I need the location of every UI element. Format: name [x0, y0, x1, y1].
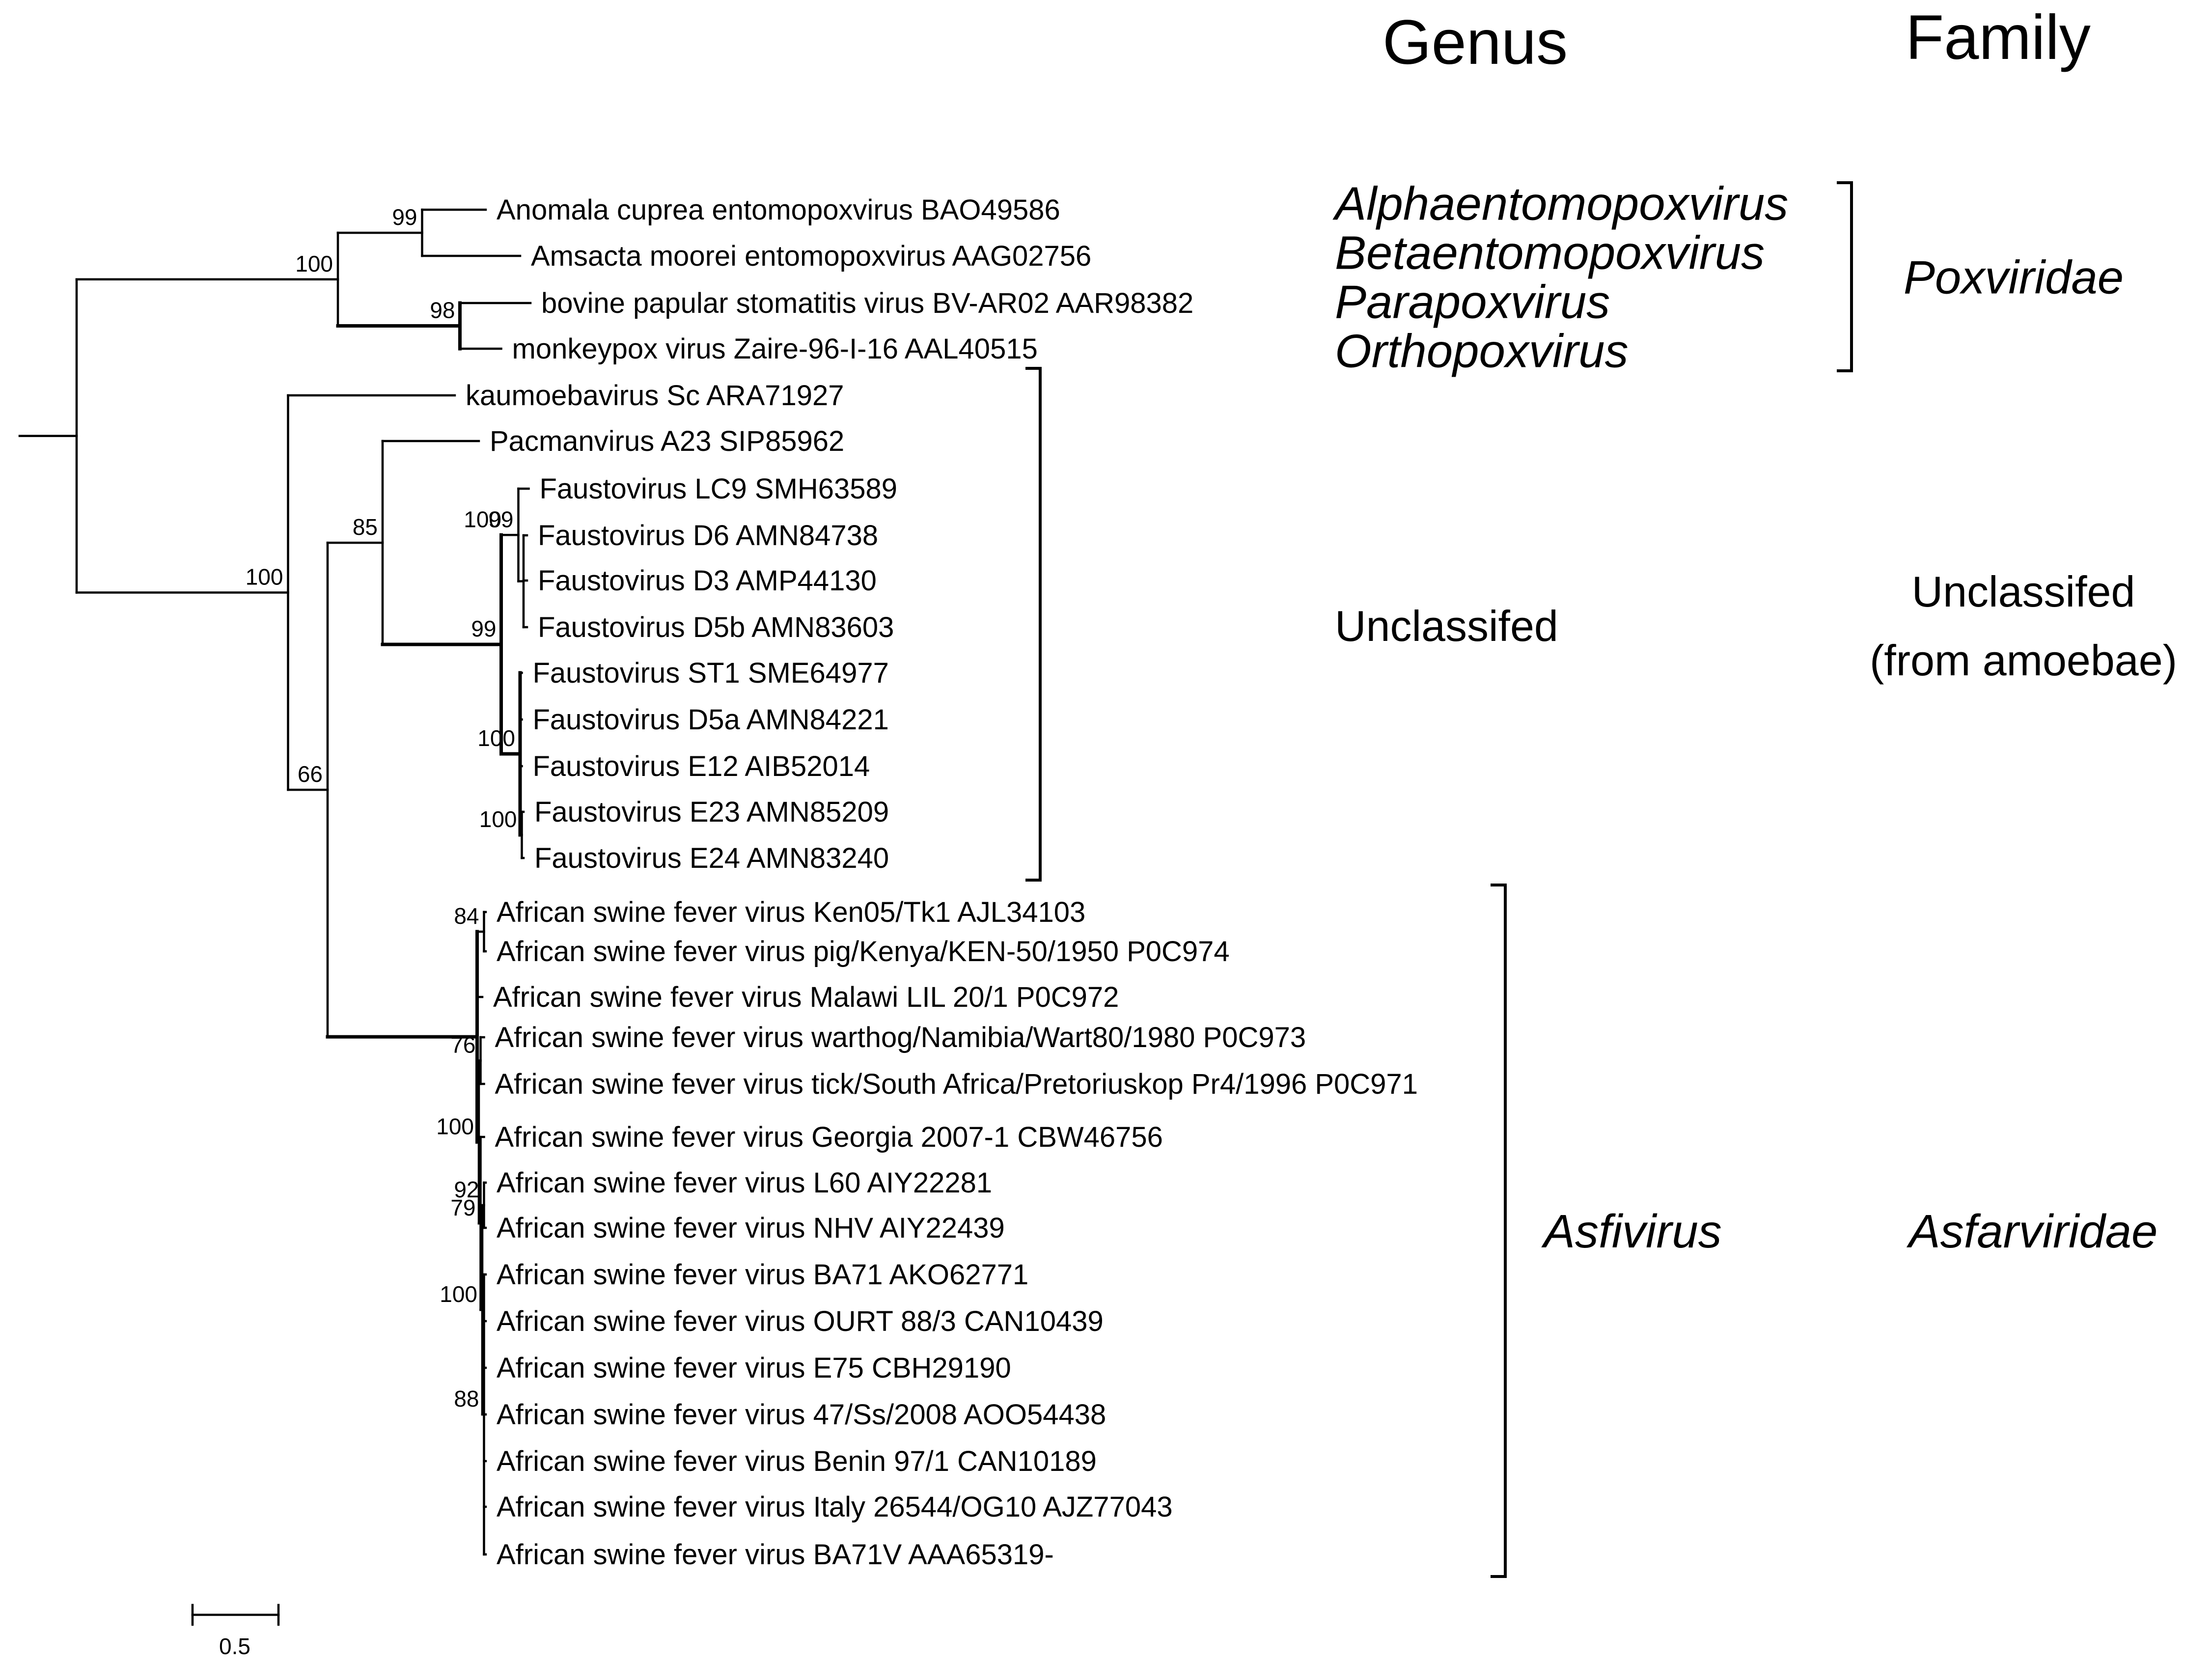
- leaf-label: Faustovirus D5b AMN83603: [538, 611, 894, 643]
- leaf-label: African swine fever virus Georgia 2007-1…: [495, 1121, 1163, 1153]
- leaf-label: bovine papular stomatitis virus BV-AR02 …: [541, 287, 1193, 319]
- leaf-label: Amsacta moorei entomopoxvirus AAG02756: [531, 240, 1091, 272]
- bootstrap-value: 66: [298, 761, 323, 787]
- leaf-label: Faustovirus ST1 SME64977: [533, 657, 889, 689]
- family-header: Family: [1906, 2, 2091, 73]
- bootstrap-value: 79: [450, 1195, 475, 1220]
- bootstrap-value: 100: [477, 725, 515, 751]
- leaf-label: African swine fever virus warthog/Namibi…: [495, 1022, 1306, 1053]
- bootstrap-value: 100: [479, 806, 517, 832]
- leaf-label: Faustovirus E24 AMN83240: [534, 842, 889, 874]
- leaf-label: African swine fever virus OURT 88/3 CAN1…: [497, 1305, 1104, 1337]
- bootstrap-value: 99: [488, 506, 513, 532]
- leaf-label: Faustovirus E23 AMN85209: [534, 796, 889, 828]
- genus-label: Betaentomopoxvirus: [1335, 227, 1765, 279]
- leaf-label: Faustovirus LC9 SMH63589: [540, 473, 898, 505]
- leaf-label: kaumoebavirus Sc ARA71927: [466, 380, 844, 412]
- bootstrap-labels: 1009998100668599100991001008410076791009…: [246, 204, 517, 1411]
- genus-header: Genus: [1382, 7, 1568, 78]
- family-label: Poxviridae: [1904, 251, 2124, 304]
- leaf-label: African swine fever virus Malawi LIL 20/…: [493, 981, 1119, 1013]
- bootstrap-value: 100: [246, 564, 283, 590]
- leaf-label: African swine fever virus NHV AIY22439: [497, 1212, 1005, 1244]
- scale-bar: 0.5: [191, 1604, 280, 1659]
- bootstrap-value: 98: [430, 298, 455, 323]
- leaf-label: Faustovirus D6 AMN84738: [538, 520, 878, 552]
- leaf-label: African swine fever virus Benin 97/1 CAN…: [497, 1445, 1097, 1477]
- taxonomy-annotations: Genus Family AlphaentomopoxvirusBetaento…: [1025, 2, 2177, 1578]
- bootstrap-value: 100: [295, 251, 333, 277]
- genus-label: Alphaentomopoxvirus: [1332, 178, 1788, 230]
- leaf-label: Pacmanvirus A23 SIP85962: [490, 425, 844, 457]
- leaf-label: Faustovirus D5a AMN84221: [533, 704, 889, 736]
- genus-label: Asfivirus: [1541, 1205, 1722, 1258]
- leaf-label: monkeypox virus Zaire-96-I-16 AAL40515: [512, 333, 1038, 365]
- leaf-label: African swine fever virus E75 CBH29190: [497, 1352, 1011, 1384]
- leaf-label: African swine fever virus Ken05/Tk1 AJL3…: [497, 896, 1085, 928]
- family-label: Asfarviridae: [1907, 1205, 2158, 1258]
- family-label: (from amoebae): [1870, 636, 2177, 685]
- genus-label: Orthopoxvirus: [1335, 325, 1629, 378]
- leaf-label: African swine fever virus pig/Kenya/KEN-…: [497, 936, 1230, 968]
- bootstrap-value: 76: [450, 1032, 475, 1058]
- leaf-label: African swine fever virus tick/South Afr…: [495, 1068, 1418, 1100]
- bootstrap-value: 92: [454, 1177, 479, 1202]
- bootstrap-value: 100: [464, 506, 501, 532]
- genus-label: Parapoxvirus: [1335, 276, 1610, 329]
- leaf-label: African swine fever virus L60 AIY22281: [497, 1167, 992, 1199]
- unclassified-bracket: [1025, 367, 1042, 882]
- leaf-labels: Anomala cuprea entomopoxvirus BAO49586Am…: [466, 194, 1418, 1571]
- leaf-label: Faustovirus E12 AIB52014: [533, 750, 870, 782]
- bootstrap-value: 84: [454, 903, 479, 929]
- leaf-label: Anomala cuprea entomopoxvirus BAO49586: [497, 194, 1060, 226]
- bootstrap-value: 88: [454, 1386, 479, 1411]
- family-label: Unclassifed: [1912, 567, 2135, 616]
- bootstrap-value: 100: [436, 1113, 474, 1139]
- tree-branches: [18, 208, 532, 1556]
- bootstrap-value: 100: [440, 1281, 477, 1307]
- asfarviridae-bracket: [1491, 884, 1507, 1578]
- leaf-label: African swine fever virus Italy 26544/OG…: [497, 1491, 1173, 1523]
- genus-label: Unclassifed: [1335, 602, 1558, 650]
- bootstrap-value: 99: [392, 204, 417, 230]
- poxviridae-bracket: [1837, 181, 1853, 372]
- leaf-label: African swine fever virus BA71V AAA65319…: [497, 1539, 1054, 1571]
- leaf-label: African swine fever virus BA71 AKO62771: [497, 1259, 1028, 1291]
- scale-bar-label: 0.5: [219, 1633, 250, 1659]
- bootstrap-value: 85: [353, 514, 378, 540]
- leaf-label: African swine fever virus 47/Ss/2008 AOO…: [497, 1399, 1106, 1431]
- leaf-label: Faustovirus D3 AMP44130: [538, 565, 877, 597]
- bootstrap-value: 99: [471, 616, 496, 641]
